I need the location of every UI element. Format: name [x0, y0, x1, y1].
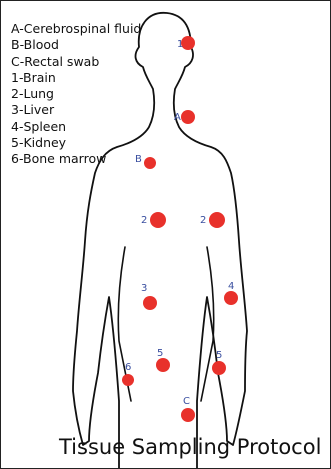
legend-item: 6-Bone marrow: [11, 151, 141, 167]
sample-site-label: 3: [141, 283, 147, 294]
legend-item: 1-Brain: [11, 70, 141, 86]
sample-site-label: 5: [216, 350, 222, 361]
sample-site-dot: [144, 157, 156, 169]
sample-site-dot: [122, 374, 134, 386]
legend-item: 5-Kidney: [11, 135, 141, 151]
sample-site-dot: [224, 291, 238, 305]
sample-site-label: 1: [177, 39, 183, 50]
sample-site-label: 2: [141, 215, 147, 226]
sample-site-dot: [209, 212, 225, 228]
sample-site-dot: [181, 110, 195, 124]
sample-site-dot: [156, 358, 170, 372]
legend: A-Cerebrospinal fluid B-Blood C-Rectal s…: [11, 21, 141, 168]
sample-site-label: A: [174, 112, 181, 123]
sample-site-dot: [181, 408, 195, 422]
legend-item: A-Cerebrospinal fluid: [11, 21, 141, 37]
legend-item: 2-Lung: [11, 86, 141, 102]
diagram-title: Tissue Sampling Protocol: [59, 435, 321, 459]
legend-item: 3-Liver: [11, 102, 141, 118]
sample-site-dot: [212, 361, 226, 375]
sample-site-dot: [150, 212, 166, 228]
sample-site-dot: [143, 296, 157, 310]
sample-site-label: 5: [157, 348, 163, 359]
legend-item: B-Blood: [11, 37, 141, 53]
sample-site-label: C: [183, 396, 190, 407]
sample-site-label: 2: [200, 215, 206, 226]
sample-site-label: 4: [228, 281, 234, 292]
legend-item: C-Rectal swab: [11, 54, 141, 70]
legend-item: 4-Spleen: [11, 119, 141, 135]
sample-site-label: 6: [125, 362, 131, 373]
